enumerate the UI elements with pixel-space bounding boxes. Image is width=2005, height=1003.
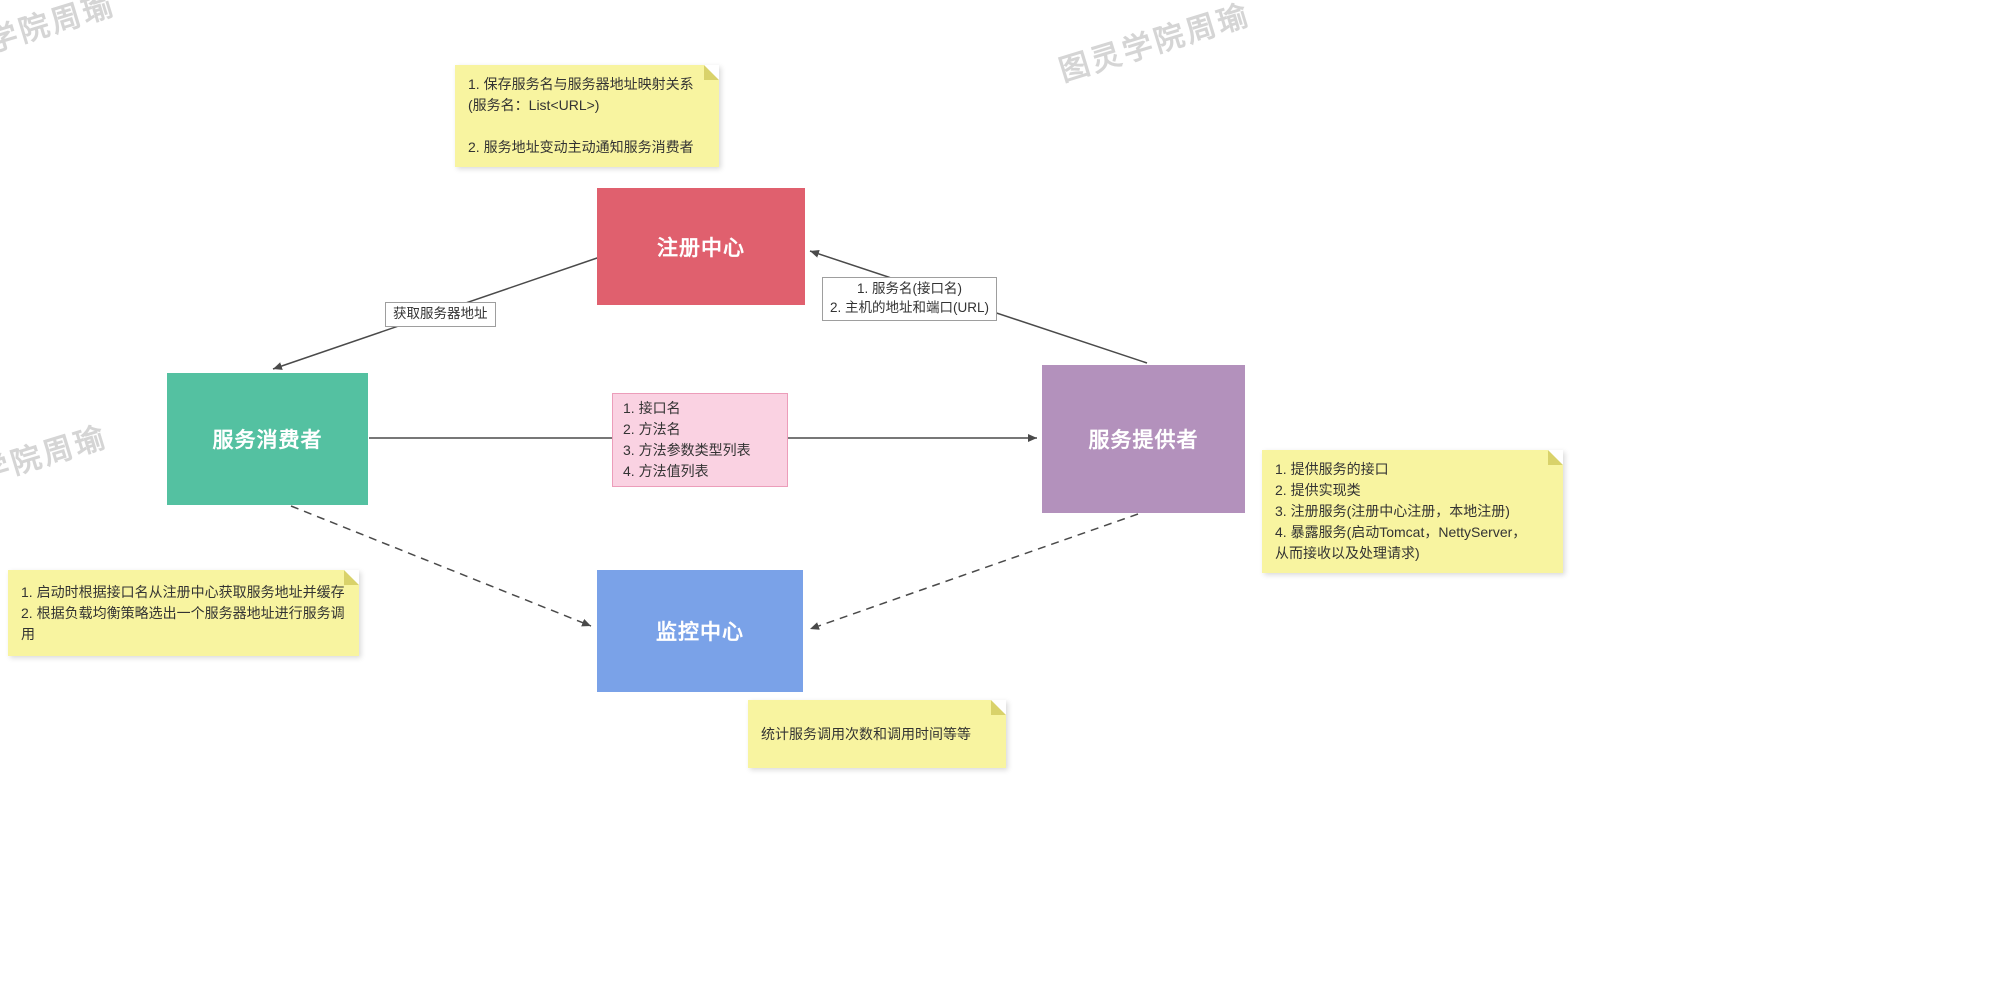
node-consumer-label: 服务消费者 [212,429,323,452]
note-registry-text: 1. 保存服务名与服务器地址映射关系 (服务名：List<URL>) 2. 服务… [468,76,694,155]
node-monitor-label: 监控中心 [656,621,744,644]
edge-label-register-info: 1. 服务名(接口名) 2. 主机的地址和端口(URL) [822,277,998,321]
note-monitor: 统计服务调用次数和调用时间等等 [748,700,1006,768]
edge-provider-to-monitor [809,513,1139,630]
note-registry: 1. 保存服务名与服务器地址映射关系 (服务名：List<URL>) 2. 服务… [455,65,719,167]
invoke-params-text: 1. 接口名 2. 方法名 3. 方法参数类型列表 4. 方法值列表 [623,400,751,479]
node-registry-label: 注册中心 [657,236,745,260]
node-registry: 注册中心 [597,188,805,305]
watermark-mid-left: 图灵学院周瑜 [0,420,112,511]
note-consumer: 1. 启动时根据接口名从注册中心获取服务地址并缓存 2. 根据负载均衡策略选出一… [8,570,359,656]
note-provider-text: 1. 提供服务的接口 2. 提供实现类 3. 注册服务(注册中心注册，本地注册)… [1275,461,1527,561]
node-provider: 服务提供者 [1042,365,1245,513]
watermark-top-left: 图灵学院周瑜 [0,0,120,79]
invoke-params-box: 1. 接口名 2. 方法名 3. 方法参数类型列表 4. 方法值列表 [612,393,788,487]
note-monitor-text: 统计服务调用次数和调用时间等等 [761,725,971,742]
watermark-top-right: 图灵学院周瑜 [1055,0,1255,89]
note-consumer-text: 1. 启动时根据接口名从注册中心获取服务地址并缓存 2. 根据负载均衡策略选出一… [21,583,345,642]
node-consumer: 服务消费者 [167,373,368,505]
note-provider: 1. 提供服务的接口 2. 提供实现类 3. 注册服务(注册中心注册，本地注册)… [1262,450,1563,573]
node-provider-label: 服务提供者 [1088,429,1199,452]
node-monitor: 监控中心 [597,570,803,692]
edge-label-get-address: 获取服务器地址 [385,302,496,327]
